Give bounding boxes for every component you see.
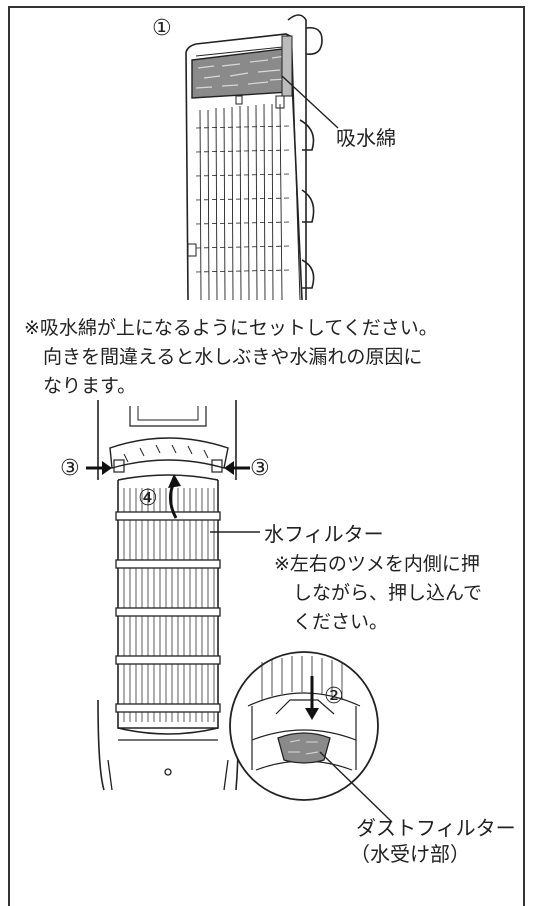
dust-filter-label: ダストフィルター (356, 816, 516, 840)
arrow-right-icon (102, 461, 112, 475)
tower-base (107, 739, 229, 791)
claw-note: ※左右のツメを内側に押 しながら、押し込んで ください。 (274, 550, 482, 637)
dust-filter-zoom (229, 651, 379, 801)
orientation-note: ※吸水綿が上になるようにセットしてください。 向きを間違えると水しぶきや水漏れの… (24, 314, 519, 401)
absorbent-leader-line (281, 75, 339, 129)
arrow-down-icon (305, 708, 319, 720)
press-arrows (86, 461, 250, 475)
curved-arrow-icon (168, 474, 181, 519)
claw-note-line-1: ※左右のツメを内側に押 (274, 553, 480, 575)
orientation-note-line-1: ※吸水綿が上になるようにセットしてください。 (24, 317, 438, 339)
dust-filter-sublabel: （水受け部） (350, 842, 470, 866)
upright-filter-illustration (185, 14, 323, 301)
absorbent-label: 吸水綿 (336, 126, 396, 150)
step-3-right-number: ③ (250, 456, 270, 481)
instruction-illustration (86, 14, 393, 823)
orientation-note-line-3: なります。 (43, 375, 137, 397)
instruction-frame (8, 6, 525, 906)
absorbent-pad (191, 35, 293, 99)
step-3-left-number: ③ (60, 456, 80, 481)
water-filter-bands (115, 511, 221, 713)
orientation-note-line-2: 向きを間違えると水しぶきや水漏れの原因に (43, 346, 423, 368)
step-2-number: ② (324, 684, 344, 709)
claw-note-line-2: しながら、押し込んで (293, 582, 483, 604)
claw-note-line-3: ください。 (293, 611, 389, 633)
step-1-number: ① (152, 16, 172, 41)
step-4-number: ④ (138, 486, 158, 511)
dust-filter-leader-line (319, 751, 393, 823)
water-filter-illustration (97, 400, 239, 791)
water-filter-pleats (123, 488, 215, 722)
arrow-left-icon (224, 461, 234, 475)
water-filter-label: 水フィルター (264, 522, 384, 546)
